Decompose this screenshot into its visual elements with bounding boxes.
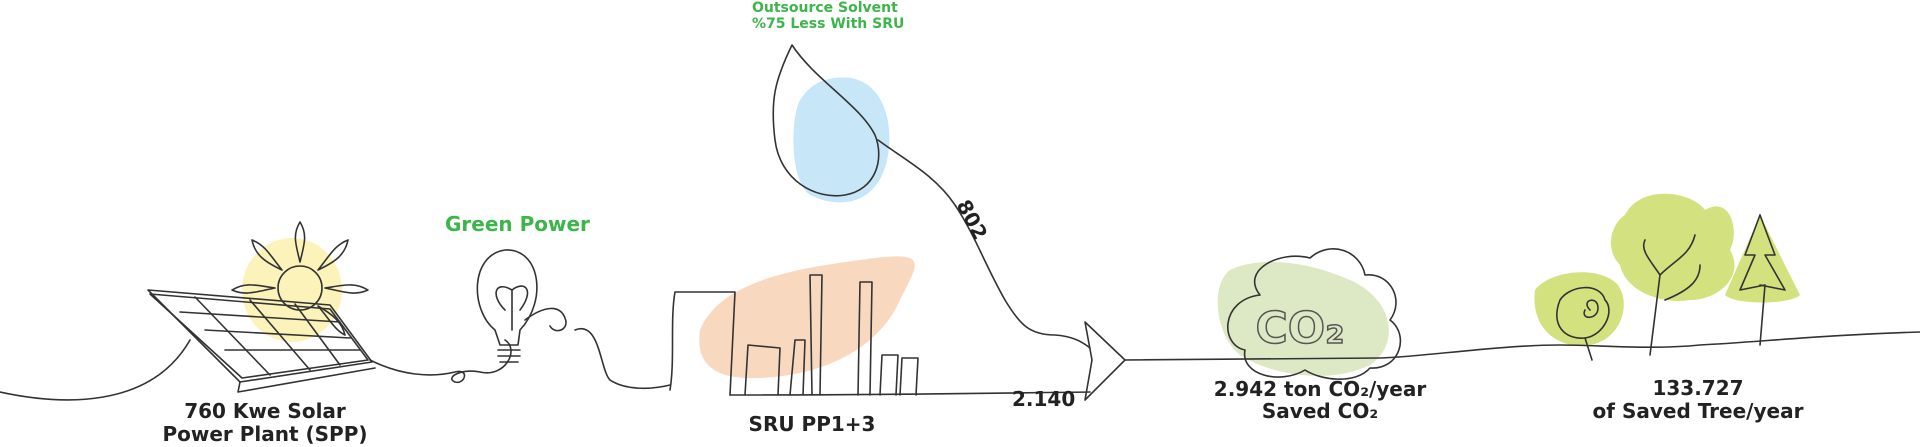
arrow-icon — [1084, 321, 1126, 401]
light-bulb-icon — [476, 249, 538, 363]
co2-label: 2.942 ton CO₂/year Saved CO₂ — [1214, 378, 1426, 422]
co2-line1: 2.942 ton CO₂/year — [1213, 377, 1427, 401]
flow-line-right — [1124, 331, 1920, 361]
water-drop-icon — [772, 44, 1091, 349]
sru-label: SRU PP1+3 — [748, 412, 876, 436]
solar-plant-line2: Power Plant (SPP) — [162, 422, 368, 446]
trees-icon — [1556, 214, 1786, 361]
co2-line2: Saved CO₂ — [1261, 399, 1379, 423]
tree-blob-small — [1534, 272, 1624, 346]
sun-blob — [242, 238, 342, 342]
green-power-label: Green Power — [445, 212, 590, 236]
trees-line1: 133.727 — [1652, 376, 1744, 400]
tree-blob-pine — [1725, 215, 1800, 303]
water-drop-blob — [793, 77, 890, 203]
flow-2140-value: 2.140 — [1012, 387, 1076, 411]
sun-icon — [231, 221, 369, 336]
top-note-line1: Outsource Solvent — [752, 0, 898, 16]
top-note: Outsource Solvent %75 Less With SRU — [752, 0, 904, 32]
factory-blob — [699, 256, 915, 379]
co2-icon-text: CO₂ — [1256, 303, 1345, 354]
solar-panel-icon — [147, 289, 376, 393]
solar-plant-label: 760 Kwe Solar Power Plant (SPP) — [162, 400, 367, 446]
factory-icon — [669, 274, 1091, 396]
top-note-line2: %75 Less With SRU — [752, 16, 905, 32]
flow-line — [0, 307, 671, 401]
co2-blob — [1217, 261, 1389, 376]
solar-plant-line1: 760 Kwe Solar — [184, 399, 346, 423]
co2-cloud-icon — [1227, 248, 1402, 380]
tree-blob-large — [1610, 193, 1735, 301]
trees-label: 133.727 of Saved Tree/year — [1593, 377, 1804, 423]
trees-line2: of Saved Tree/year — [1592, 399, 1804, 423]
